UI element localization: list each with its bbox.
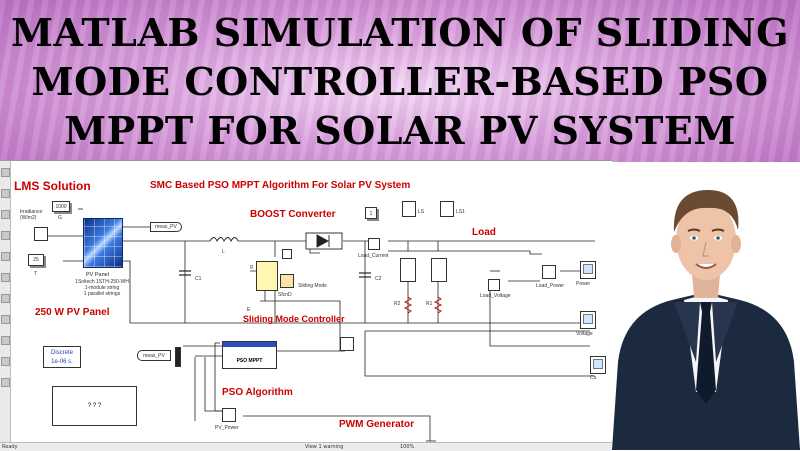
boost-converter-label: BOOST Converter xyxy=(250,209,336,220)
banner-title: MATLAB SIMULATION OF SLIDING MODE CONTRO… xyxy=(0,0,800,155)
voltage-scope[interactable] xyxy=(580,311,596,329)
current-scope[interactable] xyxy=(590,356,606,374)
meas-pv-from-label: meas_PV xyxy=(143,353,165,359)
c1-label: C1 xyxy=(195,276,202,282)
simulink-window: LMS Solution SMC Based PSO MPPT Algorith… xyxy=(0,160,612,451)
load-breaker-2[interactable] xyxy=(400,258,416,282)
person-illustration xyxy=(612,190,800,450)
irradiance-label: Irradiance (W/m2) xyxy=(20,209,43,221)
discrete-line-2: 1e-06 s. xyxy=(51,359,73,365)
toolbar-button[interactable] xyxy=(1,252,10,261)
toolbar-button[interactable] xyxy=(1,168,10,177)
demux-block[interactable] xyxy=(175,347,181,367)
temperature-constant[interactable]: 25 xyxy=(28,254,44,266)
current-scope-label: Cu xyxy=(590,375,597,381)
diode-icon xyxy=(305,232,343,250)
status-warning[interactable]: View 1 warning xyxy=(305,444,344,450)
powergui-discrete-block[interactable]: Discrete 1e-06 s. xyxy=(43,346,81,368)
load-voltage-label: Load_Voltage xyxy=(480,293,511,299)
toolbar-button[interactable] xyxy=(1,231,10,240)
sliding-mode-label: Sliding Mode xyxy=(298,283,327,289)
irradiance-value: 1000 xyxy=(55,204,67,210)
toolbar-button[interactable] xyxy=(1,210,10,219)
temperature-port-label: T xyxy=(34,271,38,277)
igbt-icon[interactable] xyxy=(256,261,278,291)
power-scope[interactable] xyxy=(580,261,596,279)
status-ready: Ready xyxy=(2,444,18,450)
status-bar: Ready View 1 warning 100% xyxy=(0,442,612,451)
meas-pv-goto[interactable]: meas_PV xyxy=(150,222,182,232)
irradiance-port-label: G xyxy=(58,215,62,221)
signal-wires xyxy=(46,208,595,442)
voltage-sensor[interactable] xyxy=(488,279,500,291)
product-block[interactable] xyxy=(542,265,556,279)
gate-label: g xyxy=(250,264,253,270)
banner-title-line-3: MPPT FOR SOLAR PV SYSTEM xyxy=(64,108,736,153)
meas-pv-from[interactable]: meas_PV xyxy=(137,350,171,361)
annotation-box-text: ? ? ? xyxy=(87,403,102,409)
r1-label: R1 xyxy=(426,301,433,307)
toolbar-button[interactable] xyxy=(1,315,10,324)
pwm-generator-label: PWM Generator xyxy=(339,419,415,430)
irradiance-signal-block[interactable] xyxy=(34,227,48,241)
temperature-value: 25 xyxy=(33,257,39,263)
load-current-label: Load_Current xyxy=(358,253,389,259)
toolbar-button[interactable] xyxy=(1,357,10,366)
ls-label: LS xyxy=(418,209,425,215)
left-toolbar xyxy=(0,161,11,443)
toolbar-button[interactable] xyxy=(1,189,10,198)
load-power-label: Load_Power xyxy=(536,283,565,289)
pso-mppt-block[interactable]: PSO MPPT xyxy=(222,341,277,369)
voltage-scope-label: Voltage xyxy=(576,331,593,337)
load-label: Load xyxy=(472,227,496,238)
inductor-icon xyxy=(209,237,239,243)
annotation-box[interactable]: ? ? ? xyxy=(52,386,137,426)
discrete-line-1: Discrete xyxy=(50,350,73,356)
toolbar-button[interactable] xyxy=(1,273,10,282)
c2-label: C2 xyxy=(375,276,382,282)
inductor-label: L xyxy=(222,249,225,255)
sum-block[interactable] xyxy=(340,337,354,351)
toolbar-button[interactable] xyxy=(1,378,10,387)
toolbar-button[interactable] xyxy=(1,294,10,303)
pv-block-name: PV Panel xyxy=(86,272,109,278)
ls-block[interactable] xyxy=(402,201,416,217)
pv-power-label: PV_Power xyxy=(215,425,239,431)
e-label: E xyxy=(247,307,251,313)
relay-block[interactable] xyxy=(282,249,292,259)
smc-label: Sliding Mode Controller xyxy=(243,314,345,324)
r2-label: R2 xyxy=(394,301,401,307)
capacitor-icon xyxy=(179,270,371,278)
toolbar-button[interactable] xyxy=(1,336,10,345)
model-heading: SMC Based PSO MPPT Algorithm For Solar P… xyxy=(150,180,411,191)
ls1-block[interactable] xyxy=(440,201,454,217)
sliding-block-label: SfcnD xyxy=(278,292,292,298)
lms-solution-label: LMS Solution xyxy=(14,179,91,193)
pv-panel-label: 250 W PV Panel xyxy=(35,307,110,318)
pso-algorithm-label: PSO Algorithm xyxy=(222,387,293,398)
ls1-label: LS1 xyxy=(456,209,465,215)
model-canvas[interactable]: LMS Solution SMC Based PSO MPPT Algorith… xyxy=(10,161,610,443)
sliding-function-block[interactable] xyxy=(280,274,294,288)
constant-one-value: 1 xyxy=(369,211,373,217)
load-breaker-1[interactable] xyxy=(431,258,447,282)
pso-mppt-label: PSO MPPT xyxy=(236,358,263,364)
constant-one[interactable]: 1 xyxy=(365,207,377,219)
status-zoom: 100% xyxy=(400,444,415,450)
pv-power-product[interactable] xyxy=(222,408,236,422)
banner-title-line-1: MATLAB SIMULATION OF SLIDING xyxy=(10,10,790,55)
resistor-icon xyxy=(403,296,443,314)
banner-title-line-2: MODE CONTROLLER-BASED PSO xyxy=(31,59,769,104)
current-sensor[interactable] xyxy=(368,238,380,250)
title-banner: MATLAB SIMULATION OF SLIDING MODE CONTRO… xyxy=(0,0,800,162)
meas-pv-goto-label: meas_PV xyxy=(155,224,177,230)
pv-block-details: 1Soltech 1STH-250-WH 1-module string 1 p… xyxy=(75,279,129,297)
power-scope-label: Power xyxy=(576,281,591,287)
person-photo xyxy=(612,162,800,450)
irradiance-constant[interactable]: 1000 xyxy=(52,201,70,212)
pv-panel-icon[interactable] xyxy=(83,218,123,268)
